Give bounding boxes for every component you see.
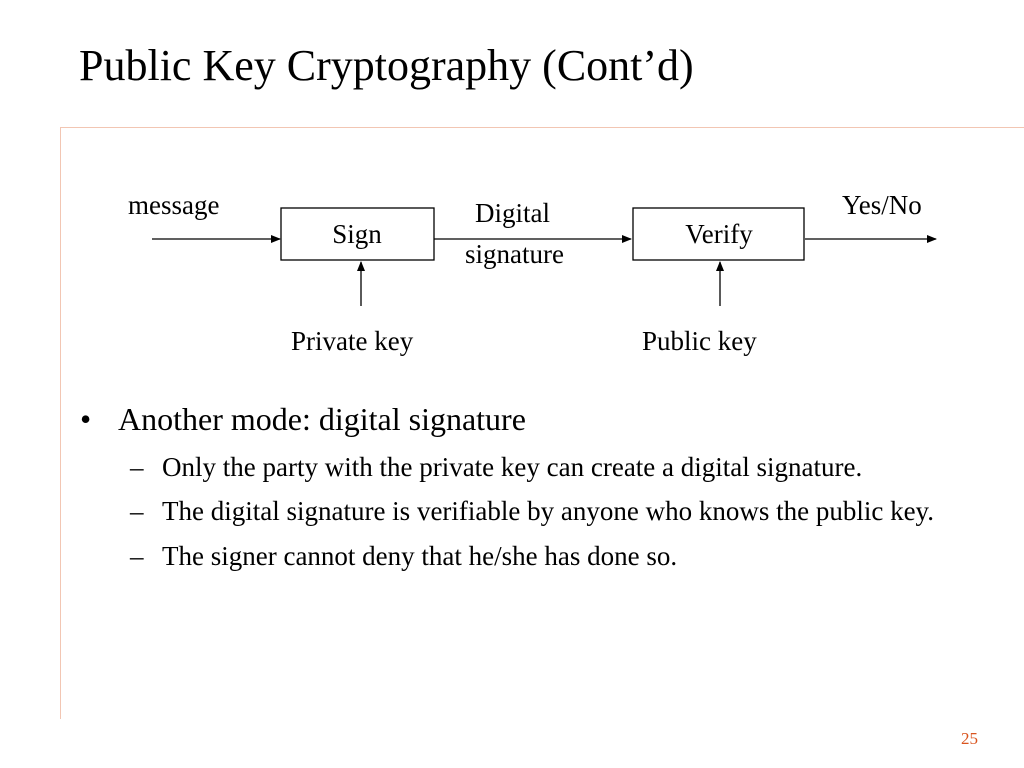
sub-bullet-item: – The digital signature is verifiable by…: [126, 494, 1000, 529]
sub-bullet-item: – The signer cannot deny that he/she has…: [126, 539, 1000, 574]
sub-bullet-text: The digital signature is verifiable by a…: [162, 496, 935, 527]
diagram-graphics: Sign Verify: [152, 207, 937, 306]
signature-flow-diagram: Sign Verify message Digital signature Ye…: [0, 0, 1024, 380]
sub-bullet-text: Only the party with the private key can …: [162, 452, 863, 483]
public-key-label: Public key: [642, 326, 757, 356]
verify-box-label: Verify: [685, 219, 753, 249]
title-divider: [60, 127, 1024, 128]
signature-label-line1: Digital: [475, 198, 550, 228]
sign-box-label: Sign: [332, 219, 382, 249]
bullet-list: • Another mode: digital signature – Only…: [80, 400, 1000, 583]
bullet-text: Another mode: digital signature: [118, 401, 526, 437]
sub-bullet-item: – Only the party with the private key ca…: [126, 450, 1000, 485]
left-margin-rule: [60, 127, 61, 719]
sub-bullet-text: The signer cannot deny that he/she has d…: [162, 540, 678, 571]
slide-title: Public Key Cryptography (Cont’d): [79, 41, 694, 90]
dash-marker: –: [130, 496, 144, 527]
dash-marker: –: [130, 540, 144, 571]
sign-box: [280, 207, 435, 261]
page-number: 25: [961, 729, 978, 748]
message-label: message: [128, 190, 220, 220]
bullet-marker: •: [80, 401, 92, 437]
dash-marker: –: [130, 452, 144, 483]
signature-label-line2: signature: [465, 239, 564, 269]
sub-bullet-list: – Only the party with the private key ca…: [80, 450, 1000, 573]
yes-no-label: Yes/No: [842, 190, 922, 220]
private-key-label: Private key: [291, 326, 414, 356]
verify-box: [632, 207, 805, 261]
bullet-item: • Another mode: digital signature: [80, 400, 1000, 438]
